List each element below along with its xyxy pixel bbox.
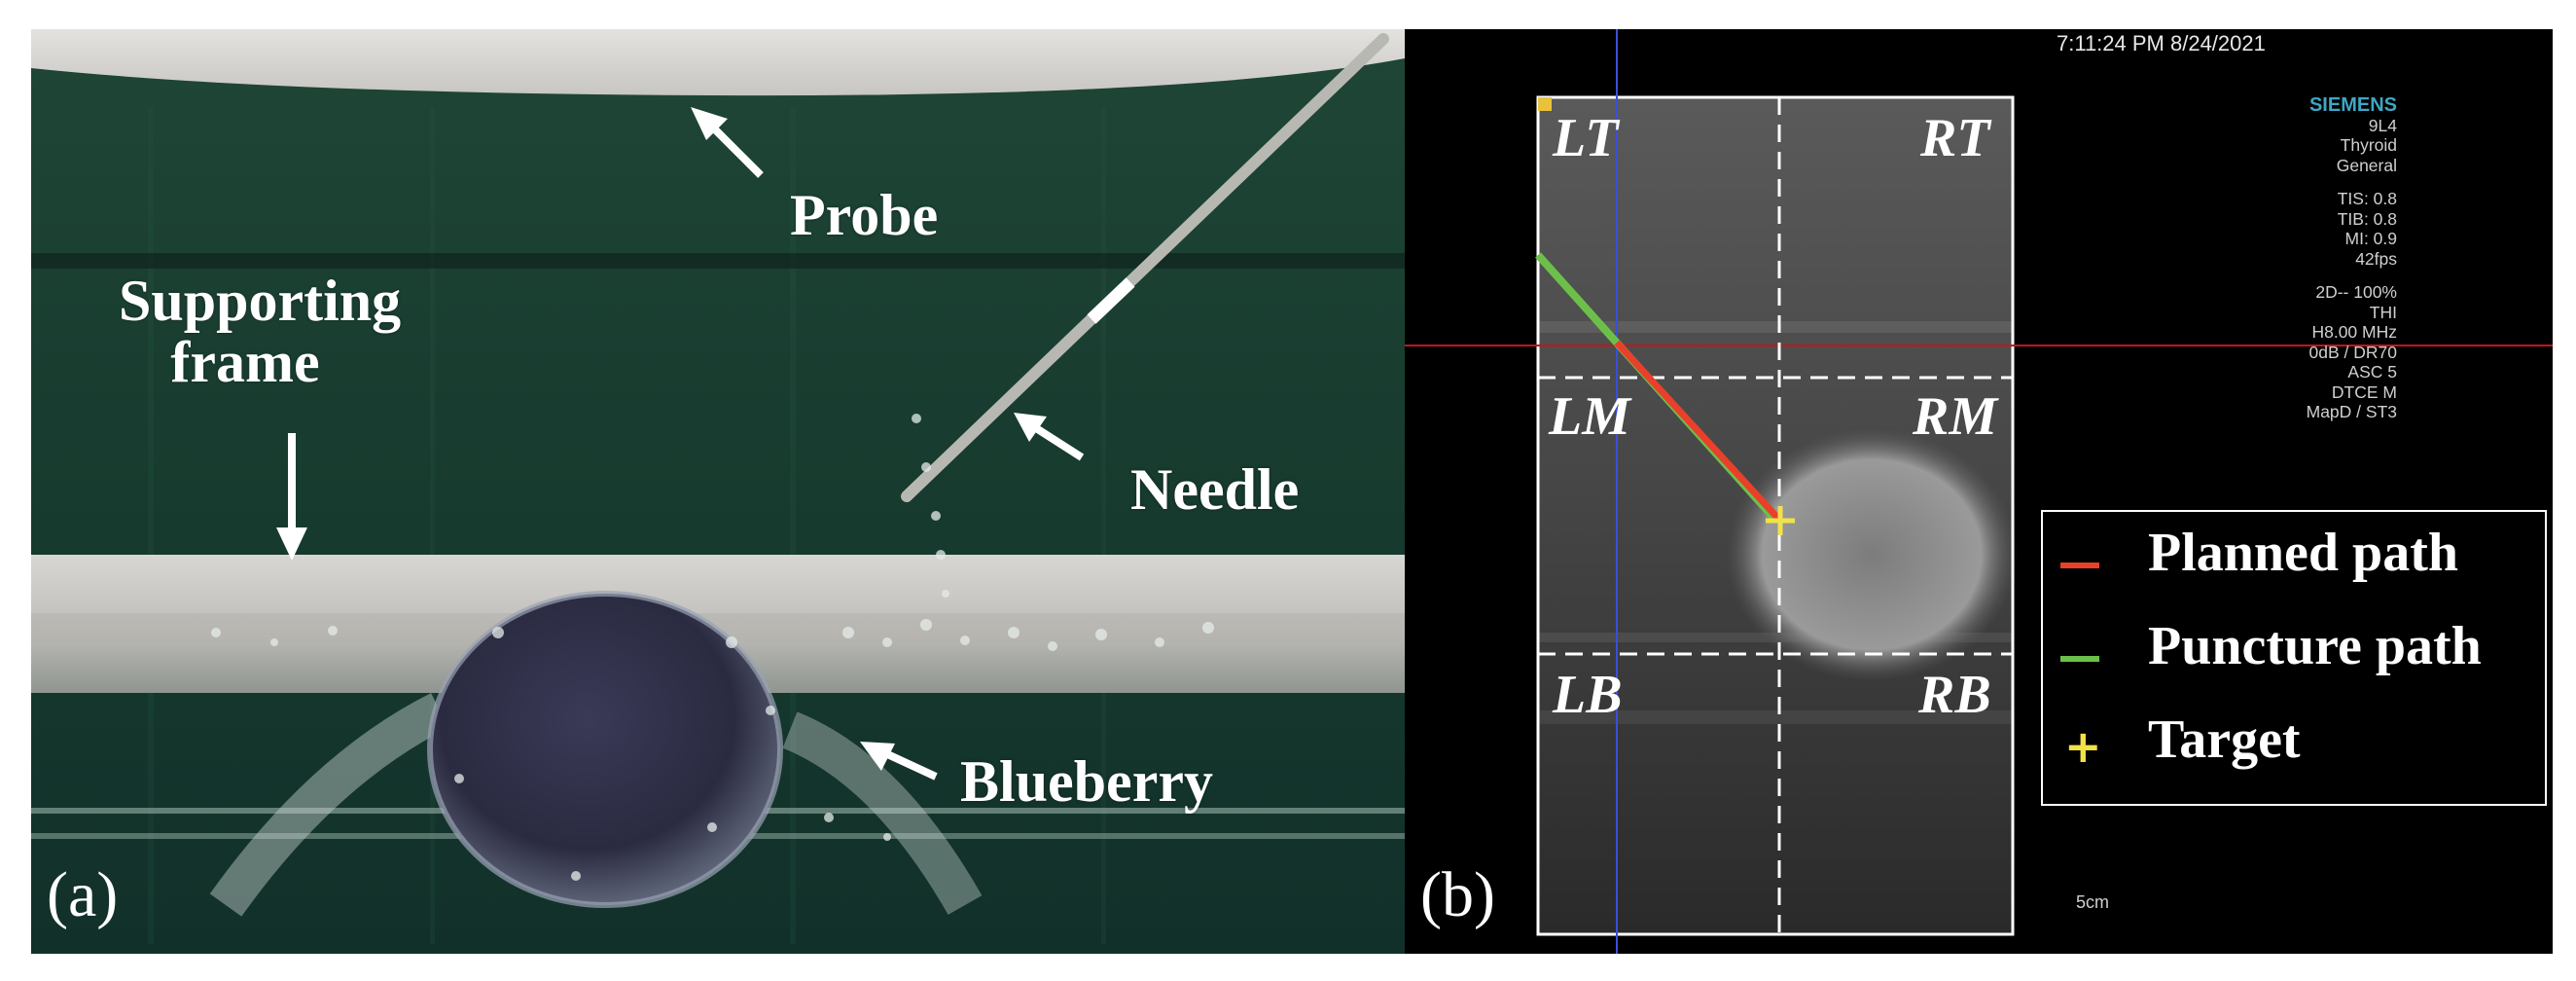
blueberry-shape — [430, 594, 780, 905]
region-rm: RM — [1913, 386, 1998, 447]
needle-label: Needle — [1130, 457, 1300, 522]
planned-path — [1614, 340, 1783, 524]
info-line: TIS: 0.8 — [2337, 189, 2397, 208]
dark-band — [31, 253, 1405, 269]
probe-shape — [31, 29, 1405, 96]
info-line: 2D-- 100% — [2315, 282, 2397, 302]
info-line: DTCE M — [2331, 382, 2397, 402]
legend-label: Planned path — [2148, 523, 2458, 583]
info-line: MI: 0.9 — [2344, 229, 2398, 248]
ultrasound-panel: 7:11:24 PM 8/24/2021 SIEMENS 9L4 Thyroid… — [1405, 29, 2553, 954]
annotation-arrows — [276, 107, 1085, 781]
legend: Planned path Puncture path + Target — [2041, 510, 2547, 806]
panel-b-letter: (b) — [1420, 859, 1495, 930]
panel-a-letter: (a) — [47, 859, 119, 930]
legend-item-puncture-path: Puncture path — [2055, 613, 2541, 701]
legend-item-planned-path: Planned path — [2055, 520, 2541, 607]
supporting-frame-label: Supporting frame — [119, 269, 402, 394]
info-line: 0dB / DR70 — [2308, 342, 2397, 362]
info-line: General — [2336, 155, 2397, 175]
legend-swatch-red — [2060, 563, 2099, 568]
bubbles — [211, 414, 1214, 881]
legend-swatch-green — [2060, 656, 2099, 662]
device-info: SIEMENS 9L4 Thyroid General TIS: 0.8 TIB… — [2202, 95, 2397, 422]
info-line: THI — [2369, 302, 2397, 322]
brand-name: SIEMENS — [2308, 94, 2397, 116]
photo-panel: Probe Supporting frame Needle Blueberry … — [31, 29, 1405, 954]
target-marker — [1766, 506, 1795, 535]
ultrasound-scene — [1405, 29, 2553, 954]
blueberry-label: Blueberry — [960, 749, 1213, 814]
info-line: TIB: 0.8 — [2337, 208, 2397, 229]
plus-icon: + — [2064, 720, 2102, 773]
info-line: ASC 5 — [2347, 362, 2397, 382]
info-line: 9L4 — [2368, 115, 2397, 135]
timestamp: 7:11:24 PM 8/24/2021 — [2057, 31, 2266, 55]
region-lb: LB — [1553, 665, 1623, 725]
lesion — [1726, 428, 2018, 681]
legend-label: Puncture path — [2148, 616, 2482, 676]
legend-item-target: + Target — [2055, 707, 2541, 794]
info-line: MapD / ST3 — [2306, 402, 2397, 421]
info-line: 42fps — [2355, 248, 2397, 269]
info-line: Thyroid — [2340, 135, 2397, 155]
legend-label: Target — [2148, 709, 2301, 770]
region-rb: RB — [1918, 665, 1991, 725]
info-line: H8.00 MHz — [2311, 322, 2397, 342]
probe-label: Probe — [790, 183, 939, 247]
region-rt: RT — [1920, 108, 1990, 168]
background-texture — [148, 107, 1106, 944]
needle-shape — [901, 33, 1389, 502]
scale-label: 5cm — [2076, 892, 2110, 912]
region-lt: LT — [1553, 108, 1619, 168]
photo-scene — [31, 29, 1405, 954]
image-border — [1536, 95, 2015, 936]
marker-icon — [1538, 97, 1552, 111]
region-lm: LM — [1549, 386, 1630, 447]
